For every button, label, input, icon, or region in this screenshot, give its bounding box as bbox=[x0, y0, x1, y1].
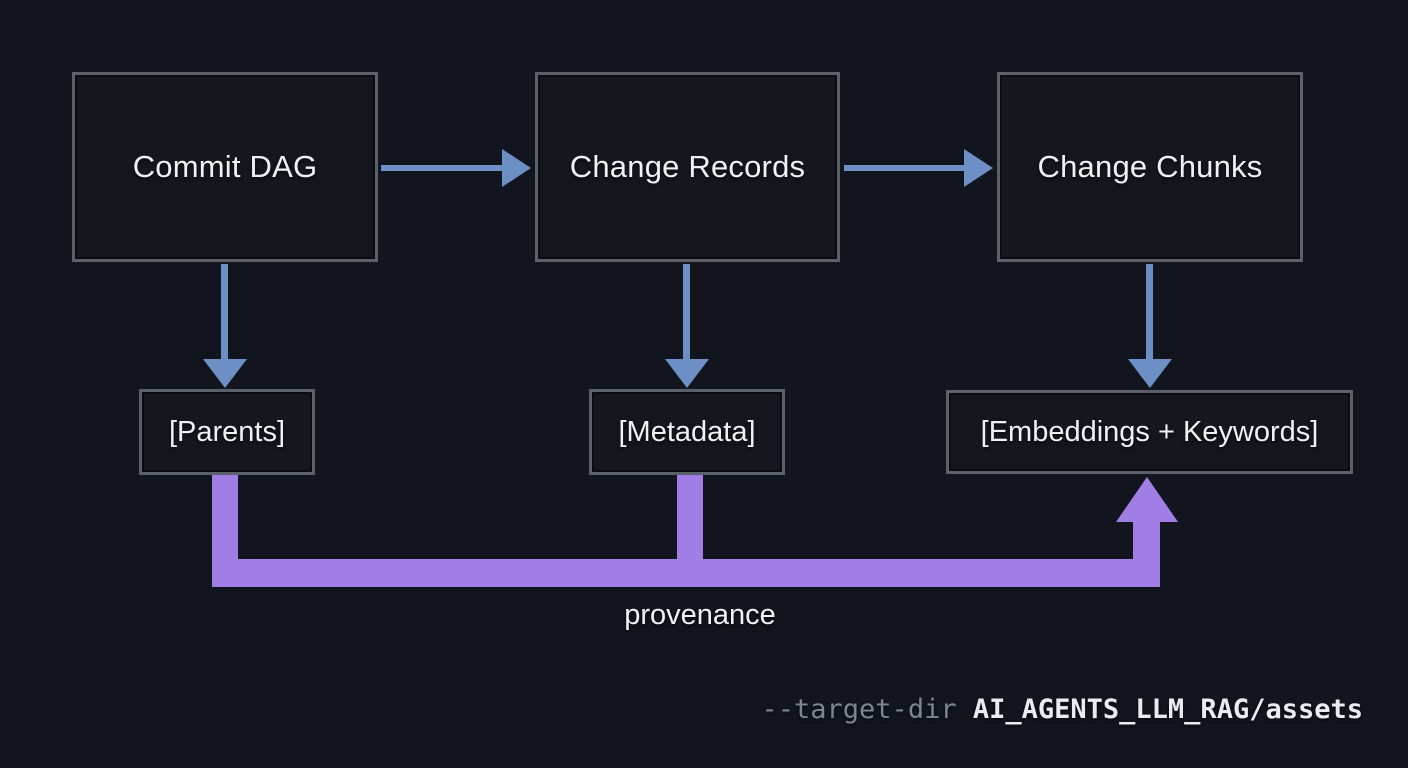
node-change-chunks: Change Chunks bbox=[997, 72, 1303, 262]
provenance-arrow-up-icon bbox=[1116, 477, 1178, 522]
node-embeddings-keywords-label: [Embeddings + Keywords] bbox=[980, 415, 1319, 448]
arrow-down-icon bbox=[1128, 359, 1172, 388]
arrow-chunks-to-embeddings bbox=[1128, 264, 1172, 388]
arrow-records-to-metadata bbox=[665, 264, 709, 388]
arrow-shaft bbox=[844, 165, 964, 171]
node-commit-dag: Commit DAG bbox=[72, 72, 378, 262]
arrow-down-icon bbox=[203, 359, 247, 388]
node-change-chunks-label: Change Chunks bbox=[1037, 149, 1263, 184]
node-metadata-label: [Metadata] bbox=[618, 415, 756, 448]
arrow-right-icon bbox=[502, 149, 531, 187]
arrow-commit-to-records bbox=[381, 149, 531, 187]
arrow-records-to-chunks bbox=[844, 149, 994, 187]
arrow-shaft bbox=[381, 165, 502, 171]
node-change-records-label: Change Records bbox=[569, 149, 806, 184]
node-parents: [Parents] bbox=[139, 389, 315, 475]
provenance-segment-metadata-drop bbox=[677, 475, 703, 565]
arrow-down-icon bbox=[665, 359, 709, 388]
target-dir-value: AI_AGENTS_LLM_RAG/assets bbox=[972, 694, 1363, 725]
node-parents-label: [Parents] bbox=[168, 415, 286, 448]
arrow-commit-to-parents bbox=[203, 264, 247, 388]
provenance-label: provenance bbox=[624, 599, 776, 631]
node-commit-dag-label: Commit DAG bbox=[132, 149, 318, 184]
arrow-shaft bbox=[1146, 264, 1153, 359]
node-metadata: [Metadata] bbox=[589, 389, 785, 475]
provenance-segment-horizontal bbox=[212, 559, 1160, 587]
arrow-shaft bbox=[683, 264, 690, 359]
target-dir-command: --target-dir AI_AGENTS_LLM_RAG/assets bbox=[762, 694, 1363, 725]
node-change-records: Change Records bbox=[535, 72, 840, 262]
arrow-shaft bbox=[221, 264, 228, 359]
target-dir-flag: --target-dir bbox=[761, 694, 957, 725]
arrow-right-icon bbox=[964, 149, 993, 187]
command-separator bbox=[957, 694, 973, 725]
node-embeddings-keywords: [Embeddings + Keywords] bbox=[946, 390, 1353, 474]
provenance-segment-rise bbox=[1133, 518, 1160, 568]
